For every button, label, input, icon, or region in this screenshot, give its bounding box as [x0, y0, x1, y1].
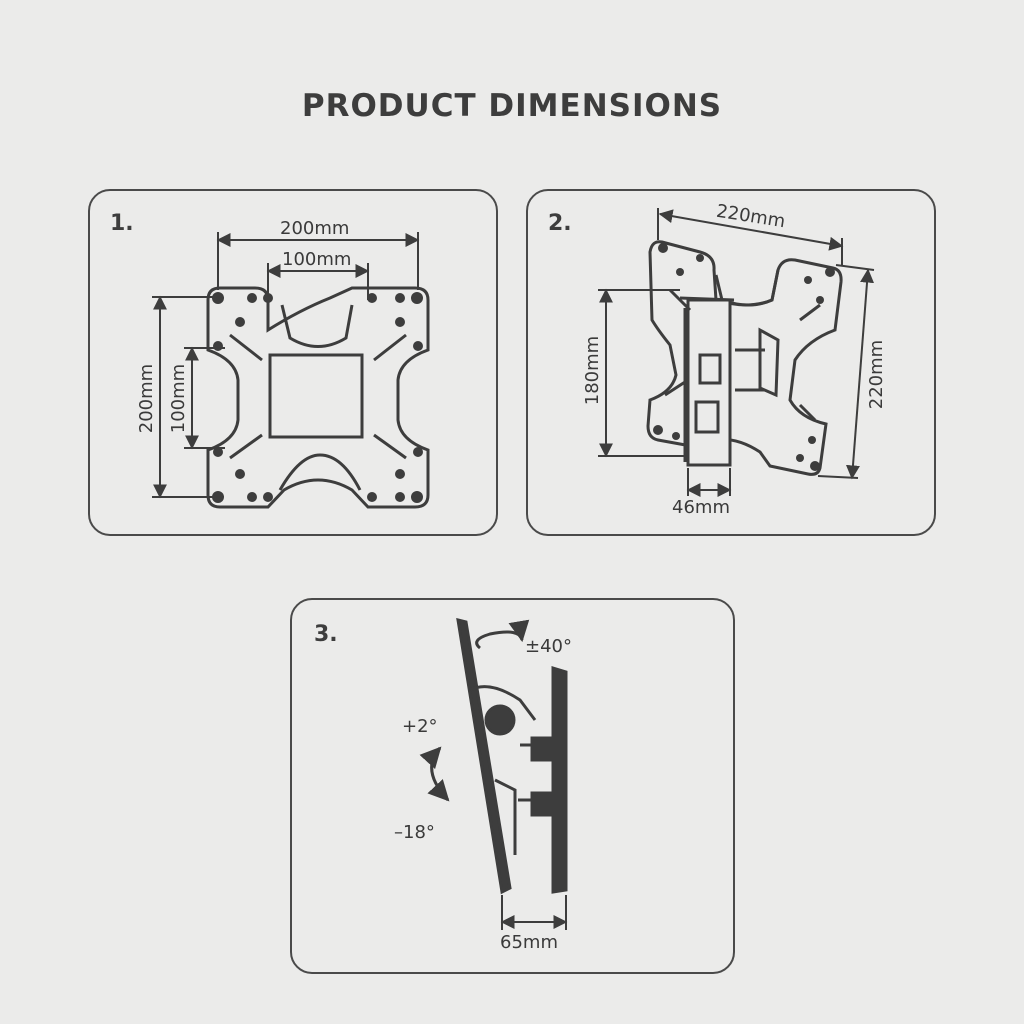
panel-side-view: 3. — [290, 598, 735, 974]
front-mount-plate — [206, 286, 430, 509]
label-tilt-down: –18° — [394, 822, 435, 843]
panel-number: 1. — [110, 211, 134, 236]
perspective-dimension-lines — [598, 208, 875, 497]
side-dimension-lines — [500, 895, 568, 930]
page-title: PRODUCT DIMENSIONS — [301, 88, 723, 124]
label-height-inner: 100mm — [168, 363, 190, 434]
mounting-holes — [212, 292, 423, 503]
label-left-height: 180mm — [582, 335, 604, 406]
label-depth: 46mm — [672, 497, 730, 518]
label-width-inner: 100mm — [282, 249, 352, 270]
panel-number: 3. — [314, 622, 338, 647]
label-side-depth: 65mm — [500, 932, 558, 953]
front-dimension-lines — [152, 232, 420, 499]
side-view-mount — [419, 617, 568, 895]
panel-number: 2. — [548, 211, 572, 236]
label-right-height: 220mm — [866, 339, 888, 410]
perspective-mount — [646, 240, 843, 476]
label-width-outer: 200mm — [280, 218, 350, 239]
perspective-holes — [653, 243, 835, 471]
label-swivel: ±40° — [525, 636, 572, 657]
label-tilt-up: +2° — [402, 716, 438, 737]
label-height-outer: 200mm — [136, 363, 158, 434]
